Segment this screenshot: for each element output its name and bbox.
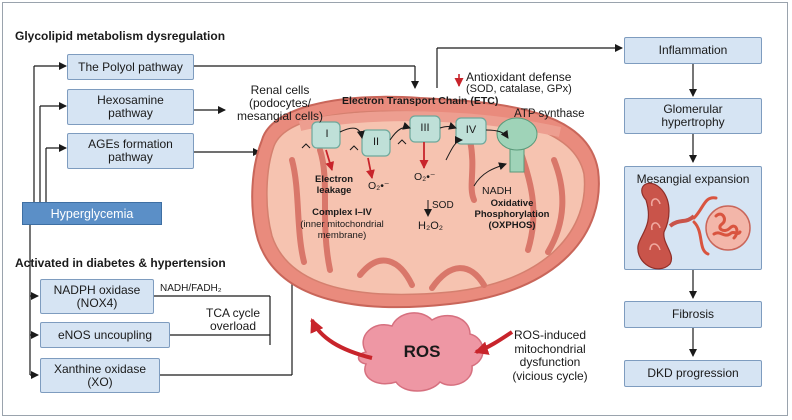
label-nadh-fadh: NADH/FADH₂	[160, 283, 222, 294]
label-complex-range: Complex I–IV	[312, 207, 372, 218]
label-superoxide-right: O₂•⁻	[414, 171, 436, 183]
box-fibrosis: Fibrosis	[624, 301, 762, 328]
label-ros: ROS	[403, 342, 441, 361]
box-dkd-progression: DKD progression	[624, 360, 762, 387]
mitochondrion-graphic	[251, 95, 600, 309]
label-complex-ii: II	[372, 136, 380, 148]
box-glomerular-hypertrophy: Glomerular hypertrophy	[624, 98, 762, 134]
label-complex-iv: IV	[465, 124, 477, 136]
ros-cloud-graphic	[357, 312, 484, 392]
box-hyperglycemia: Hyperglycemia	[22, 202, 162, 225]
box-nadph-oxidase: NADPH oxidase (NOX4)	[40, 279, 154, 314]
left-connectors	[29, 44, 697, 379]
ros-to-mito-arrow	[310, 318, 373, 360]
label-etc: Electron Transport Chain (ETC)	[342, 95, 499, 107]
heading-glycolipid: Glycolipid metabolism dysregulation	[15, 29, 226, 43]
box-enos-uncoupling: eNOS uncoupling	[40, 322, 170, 348]
box-xanthine-oxidase: Xanthine oxidase (XO)	[40, 358, 160, 393]
label-renal-cells: Renal cells (podocytes/ mesangial cells)	[236, 83, 324, 123]
box-inflammation: Inflammation	[624, 37, 762, 64]
heading-activated: Activated in diabetes & hypertension	[15, 256, 226, 270]
label-superoxide-left: O₂•⁻	[368, 180, 390, 192]
label-complex-iii: III	[420, 122, 430, 134]
box-mesangial-expansion: Mesangial expansion	[624, 166, 762, 270]
label-atp-synthase: ATP synthase	[514, 108, 585, 120]
label-nadh: NADH	[482, 185, 512, 197]
label-sod: SOD	[432, 200, 454, 211]
label-h2o2: H₂O₂	[418, 220, 444, 232]
dysfunction-to-ros-arrow	[474, 330, 514, 355]
label-antioxidant-sub: (SOD, catalase, GPx)	[466, 83, 572, 95]
box-ages-pathway: AGEs formation pathway	[67, 133, 194, 169]
label-complex-i: I	[325, 128, 329, 140]
label-electron-leakage: Electron leakage	[314, 174, 353, 196]
label-tca-cycle: TCA cycle overload	[205, 306, 260, 333]
label-complex-range-sub: (inner mitochondrial membrane)	[300, 219, 384, 241]
box-hexosamine-pathway: Hexosamine pathway	[67, 89, 194, 125]
box-polyol-pathway: The Polyol pathway	[67, 54, 194, 80]
label-antioxidant: Antioxidant defense	[466, 70, 572, 84]
label-ros-induced: ROS-induced mitochondrial dysfunction (v…	[512, 328, 588, 383]
label-oxphos: Oxidative Phosphorylation (OXPHOS)	[474, 198, 550, 231]
